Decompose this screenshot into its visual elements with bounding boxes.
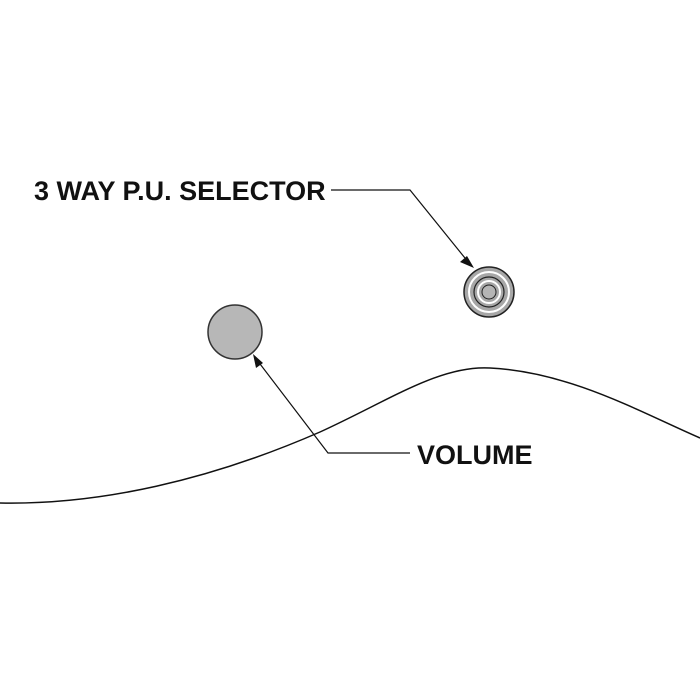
knob-icon <box>207 304 263 360</box>
volume-leader-line <box>256 359 410 454</box>
guitar-body-edge <box>0 367 700 504</box>
selector-leader-line <box>331 189 470 264</box>
volume-label: VOLUME <box>417 440 533 470</box>
toggle-switch-icon <box>463 266 515 318</box>
volume-arrow-head <box>253 354 263 368</box>
selector-label: 3 WAY P.U. SELECTOR <box>34 176 326 206</box>
selector-arrow-head <box>460 256 474 268</box>
